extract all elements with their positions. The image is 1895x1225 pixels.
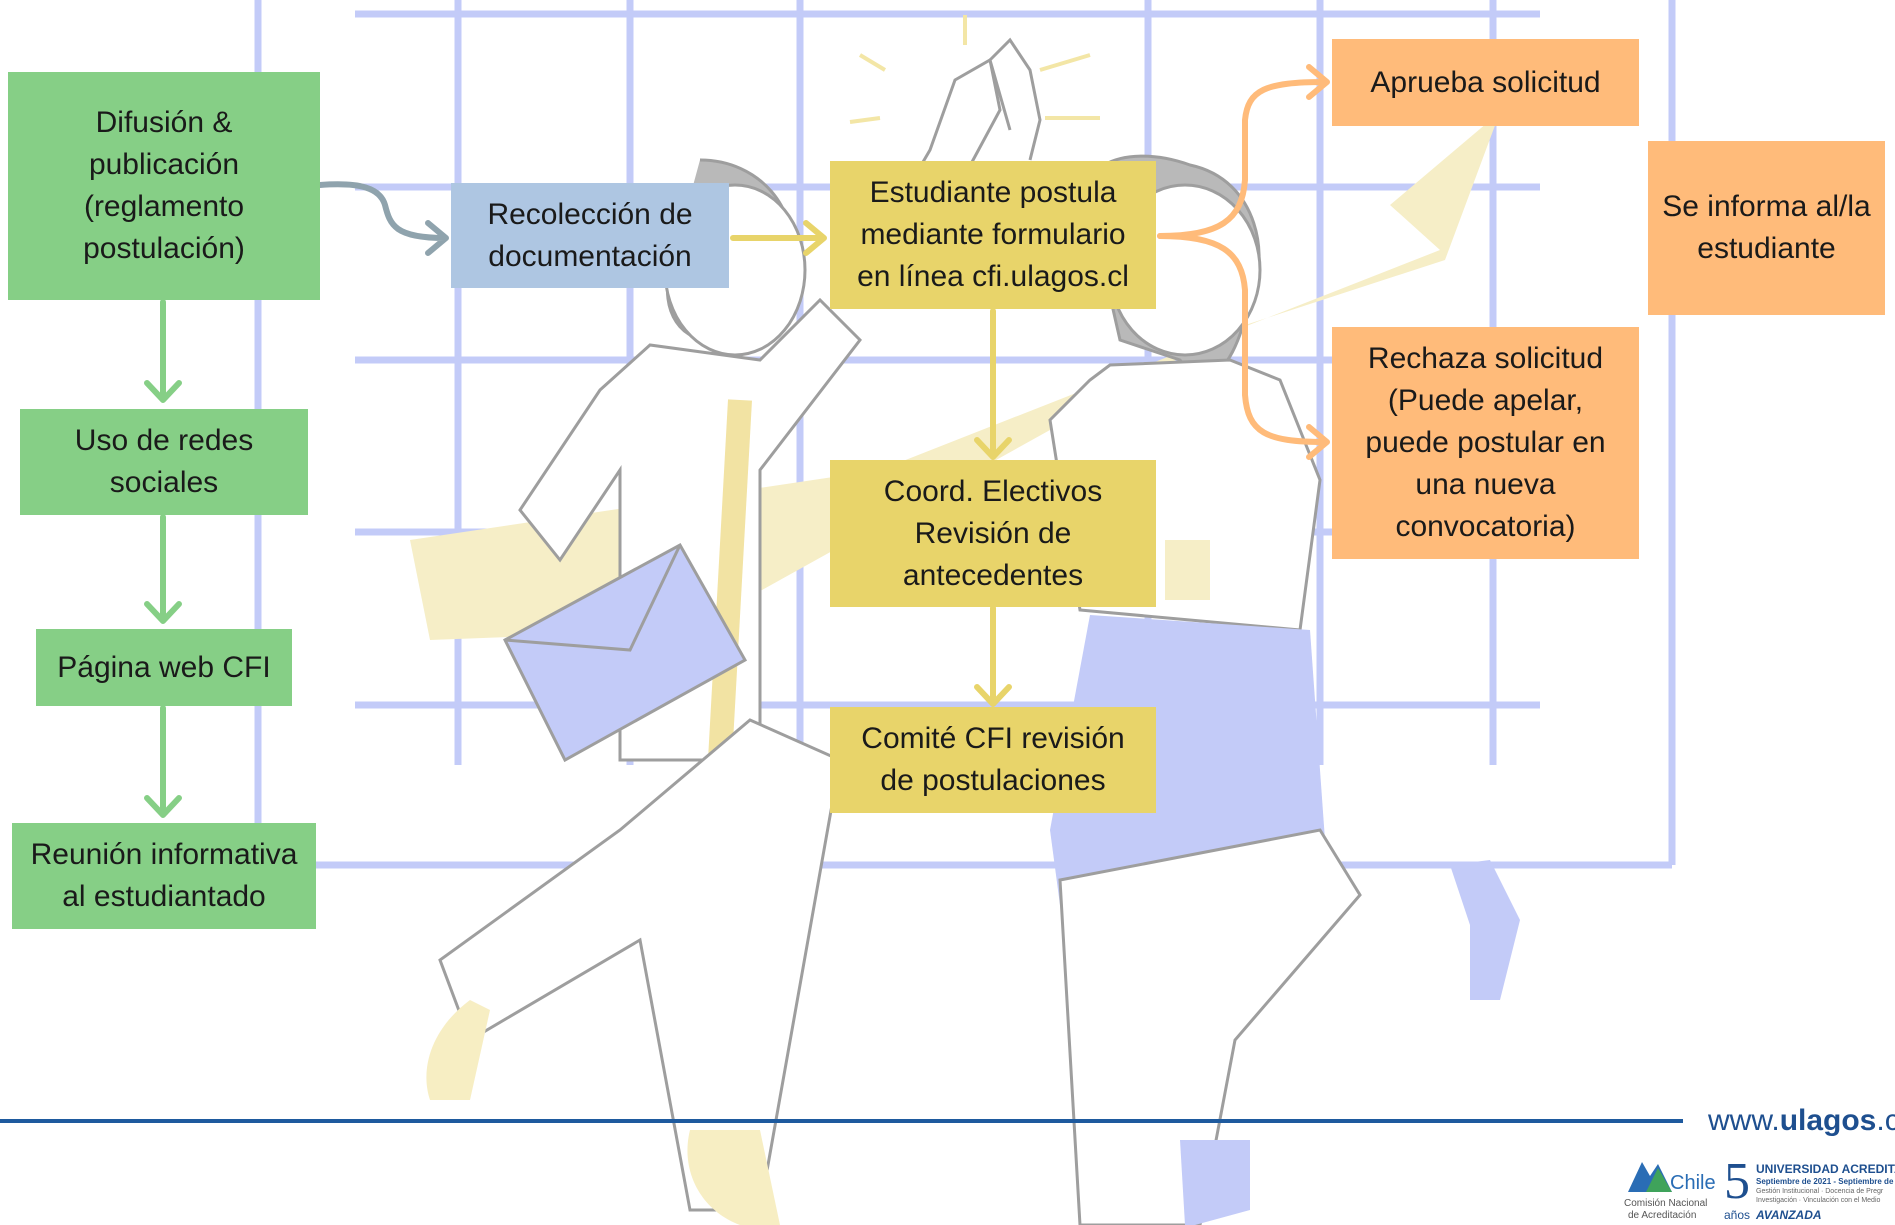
footer-url-bold: ulagos (1779, 1104, 1877, 1137)
cna-logo-text: Chile (1670, 1172, 1716, 1194)
accreditation-period: Septiembre de 2021 - Septiembre de 2 (1756, 1177, 1895, 1186)
node-recoleccion-text: Recolección de documentación (487, 197, 693, 273)
node-aprueba-text: Aprueba solicitud (1370, 65, 1601, 99)
arrow-difusion-to-redes (144, 299, 182, 403)
arrow-coord-to-comite (974, 605, 1012, 707)
cna-logo: Chile Comisión Nacional de Acreditación (1622, 1158, 1718, 1225)
envelope-shape (503, 542, 748, 763)
node-comite-text: Comité CFI revisión de postulaciones (861, 722, 1125, 797)
arrow-postula-to-coord (974, 308, 1012, 460)
years-number: 5 (1724, 1158, 1750, 1210)
node-recoleccion: Recolección de documentación (451, 183, 729, 288)
node-postula-text: Estudiante postula mediante formulario e… (857, 176, 1129, 293)
accreditation-badge: 5 años AVANZADA UNIVERSIDAD ACREDITAD Se… (1722, 1158, 1895, 1225)
node-rechaza-solicitud: Rechaza solicitud (Puede apelar, puede p… (1332, 327, 1639, 559)
node-difusion: Difusión & publicación (reglamento postu… (8, 72, 320, 300)
footer-url-suffix: .c (1876, 1104, 1895, 1137)
connectors (144, 64, 1330, 818)
accreditation-areas-1: Gestión Institucional · Docencia de Preg… (1756, 1188, 1884, 1195)
node-reunion-text: Reunión informativa al estudiantado (30, 838, 298, 913)
years-word: años (1724, 1208, 1751, 1222)
accreditation-areas-2: Investigación · Vinculación con el Medio (1756, 1197, 1881, 1204)
node-coord-text: Coord. Electivos Revisión de antecedente… (883, 474, 1103, 592)
cna-line2: de Acreditación (1628, 1210, 1697, 1221)
sparkle-lines (849, 15, 1100, 124)
arrow-redes-to-web (144, 514, 182, 624)
node-aprueba-solicitud: Aprueba solicitud (1332, 39, 1639, 126)
node-estudiante-postula: Estudiante postula mediante formulario e… (830, 161, 1156, 309)
footer-url: www.ulagos.c (1708, 1104, 1895, 1138)
node-difusion-text: Difusión & publicación (reglamento postu… (83, 106, 245, 265)
node-reunion-informativa: Reunión informativa al estudiantado (12, 823, 316, 929)
node-comite-cfi: Comité CFI revisión de postulaciones (830, 707, 1156, 813)
accreditation-level: AVANZADA (1756, 1208, 1822, 1222)
arrow-postula-to-rechaza (1157, 233, 1330, 460)
node-coord-electivos: Coord. Electivos Revisión de antecedente… (830, 460, 1156, 607)
university-label: UNIVERSIDAD ACREDITAD (1756, 1162, 1895, 1176)
cna-mountain-icon (1628, 1162, 1672, 1192)
arrow-postula-to-aprueba (1157, 64, 1330, 239)
node-se-informa: Se informa al/la estudiante (1648, 141, 1885, 315)
node-pagina-web: Página web CFI (36, 629, 292, 706)
node-redes-text: Uso de redes sociales (74, 424, 254, 499)
node-web-text: Página web CFI (57, 650, 271, 684)
cna-line1: Comisión Nacional (1624, 1198, 1708, 1209)
node-informa-text: Se informa al/la estudiante (1662, 190, 1871, 265)
node-redes-sociales: Uso de redes sociales (20, 409, 308, 515)
arrow-recoleccion-to-postula (730, 220, 827, 256)
arrow-web-to-reunion (144, 705, 182, 818)
node-rechaza-text: Rechaza solicitud (Puede apelar, puede p… (1365, 342, 1606, 543)
arrow-difusion-to-recoleccion (317, 181, 449, 256)
footer-url-prefix: www. (1708, 1104, 1780, 1137)
